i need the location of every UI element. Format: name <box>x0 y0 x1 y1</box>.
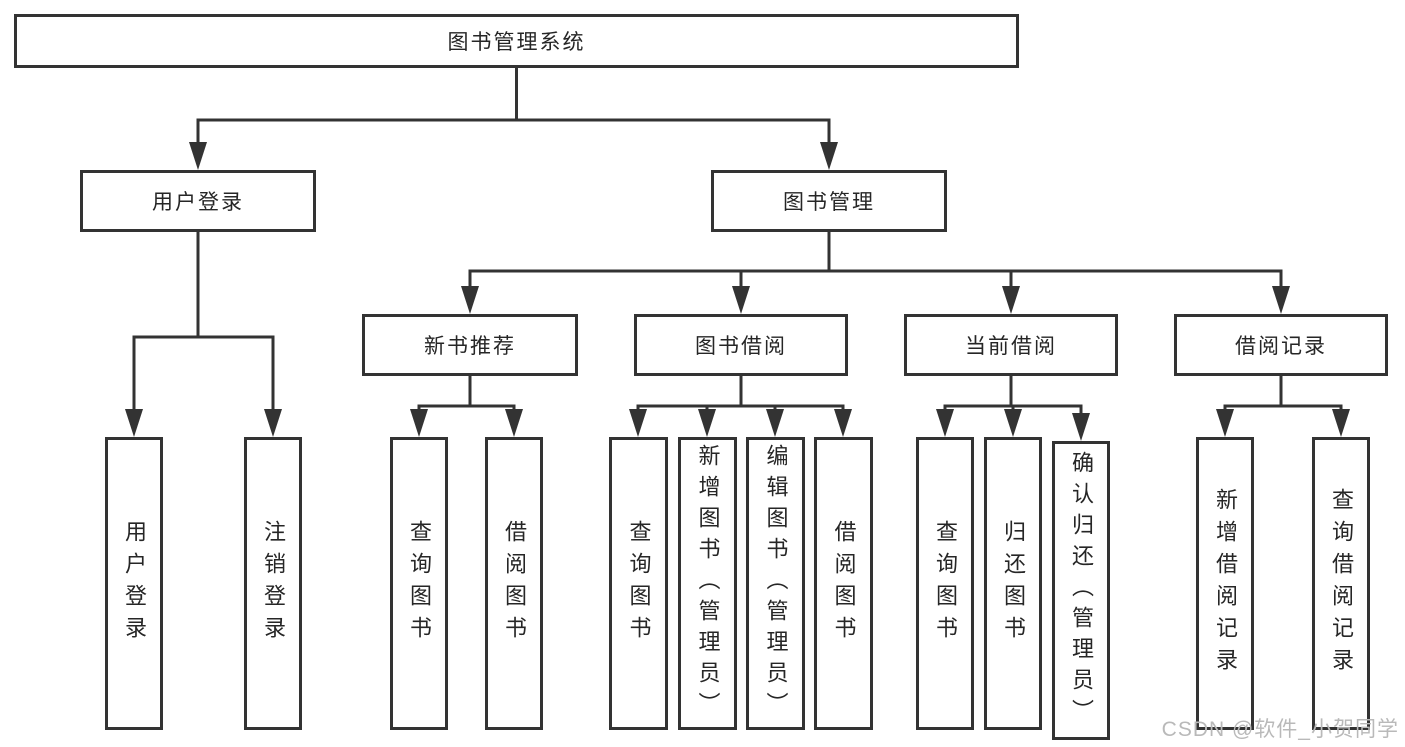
node-root: 图书管理系统 <box>14 14 1019 68</box>
connector-root <box>189 68 838 170</box>
leaf-query-books-recommend: 查询图书 <box>390 437 448 730</box>
leaf-confirm-return-admin: 确认归还（管理员） <box>1052 441 1110 740</box>
leaf-return-books: 归还图书 <box>984 437 1042 730</box>
leaf-query-books-borrow: 查询图书 <box>609 437 668 730</box>
node-current-borrow: 当前借阅 <box>904 314 1118 376</box>
node-user-login: 用户登录 <box>80 170 316 232</box>
watermark: CSDN @软件_小贺同学 <box>1161 718 1399 741</box>
node-book-borrow: 图书借阅 <box>634 314 848 376</box>
leaf-query-borrow-record: 查询借阅记录 <box>1312 437 1370 730</box>
leaf-logout: 注销登录 <box>244 437 302 730</box>
connector-book-borrow <box>629 376 852 437</box>
connector-borrow-records <box>1216 376 1350 437</box>
leaf-edit-books-admin: 编辑图书（管理员） <box>746 437 805 730</box>
node-borrow-records: 借阅记录 <box>1174 314 1388 376</box>
node-new-book-recommend: 新书推荐 <box>362 314 578 376</box>
leaf-borrow-books: 借阅图书 <box>814 437 873 730</box>
connector-new-book-recommend <box>410 376 523 437</box>
leaf-user-login: 用户登录 <box>105 437 163 730</box>
leaf-query-books-current: 查询图书 <box>916 437 974 730</box>
node-book-management: 图书管理 <box>711 170 947 232</box>
connector-book-management <box>461 232 1290 314</box>
connector-current-borrow <box>936 376 1090 441</box>
leaf-add-books-admin: 新增图书（管理员） <box>678 437 737 730</box>
connector-user-login <box>125 232 282 437</box>
leaf-add-borrow-record: 新增借阅记录 <box>1196 437 1254 730</box>
leaf-borrow-books-recommend: 借阅图书 <box>485 437 543 730</box>
